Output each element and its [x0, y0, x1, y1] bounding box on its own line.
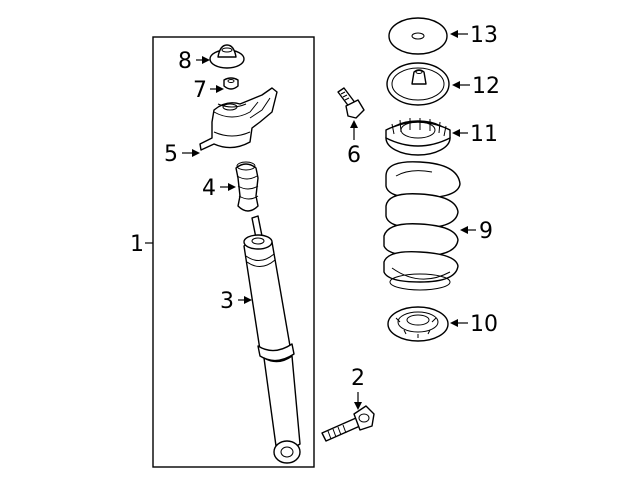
- part-11-insulator: [385, 118, 451, 156]
- part-10-lower-seat: [387, 306, 449, 342]
- leader-lines: [145, 30, 476, 410]
- part-7-nut: [223, 77, 239, 90]
- callout-7: 7: [193, 78, 207, 103]
- part-9-coil-spring: [383, 161, 461, 291]
- part-5-upper-mount: [199, 87, 278, 151]
- part-2-bolt: [321, 405, 375, 442]
- callout-6: 6: [347, 143, 361, 168]
- callout-4: 4: [202, 176, 216, 201]
- callout-5: 5: [164, 142, 178, 167]
- part-3-shock-absorber: [243, 215, 301, 464]
- part-12-spring-seat: [386, 62, 450, 106]
- callout-12: 12: [472, 74, 500, 99]
- part-6-bolt: [337, 87, 365, 119]
- part-13-washer: [388, 17, 448, 55]
- callout-3: 3: [220, 289, 234, 314]
- callout-10: 10: [470, 312, 498, 337]
- callout-13: 13: [470, 23, 498, 48]
- callout-8: 8: [178, 49, 192, 74]
- part-8-cap: [209, 44, 245, 69]
- assembly-box: [152, 36, 315, 468]
- callout-11: 11: [470, 122, 498, 147]
- callout-1: 1: [130, 232, 144, 257]
- callout-labels: 1 2 3 4 5 6 7 8 9 10 11 12 13: [130, 23, 500, 391]
- callout-9: 9: [479, 219, 493, 244]
- callout-2: 2: [351, 366, 365, 391]
- part-4-bump-stop: [235, 161, 259, 212]
